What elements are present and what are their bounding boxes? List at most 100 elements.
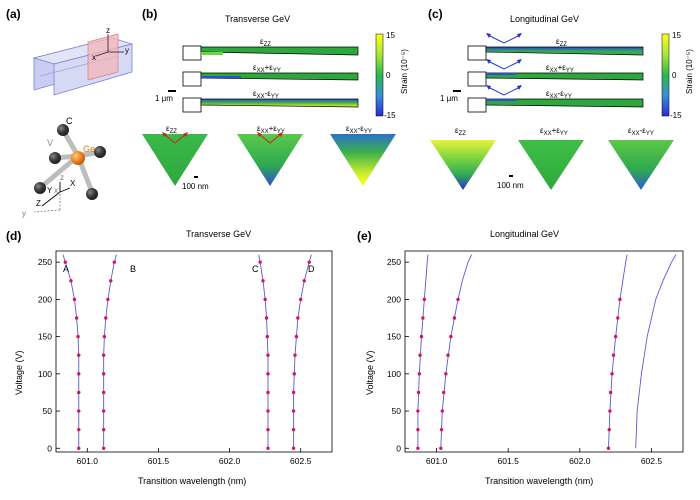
data-point: [440, 409, 444, 413]
frame-z-axis: [41, 191, 61, 207]
beam-zz-label: εZZ: [260, 37, 271, 48]
data-point: [104, 316, 108, 320]
tri-zz-label: εZZ: [455, 126, 466, 137]
data-point: [101, 390, 106, 395]
panel-e-ylabel: Voltage (V): [365, 350, 375, 395]
colorbar-label: Strain (10⁻⁵): [400, 49, 409, 94]
plot-frame: [404, 250, 684, 453]
axis-x-label: x: [92, 53, 96, 62]
germanium-atom: [71, 151, 85, 165]
x-tick-label: 602.0: [219, 456, 241, 466]
series-line-3: [635, 254, 677, 449]
data-point: [291, 390, 296, 395]
data-point: [77, 446, 81, 450]
y-tick-label: 200: [387, 294, 401, 304]
data-point: [77, 390, 81, 395]
data-point: [265, 334, 269, 339]
line-label-d: D: [308, 264, 315, 274]
x-tick-label: 601.0: [426, 456, 448, 466]
axis-y-label: y: [125, 46, 129, 55]
data-point: [419, 334, 424, 339]
colorbar-label: Strain (10⁻⁵): [685, 49, 694, 94]
series-line-a: [62, 254, 80, 449]
beam-diff-label: εXX-εYY: [253, 89, 279, 100]
x-tick-label: 602.5: [290, 456, 312, 466]
panel-a: (a) z y x C: [6, 7, 134, 218]
data-point: [74, 316, 79, 320]
frame-ybar-label: y: [22, 209, 26, 218]
data-point: [439, 427, 444, 432]
panel-e-label: (e): [357, 229, 372, 243]
data-point: [292, 372, 296, 376]
data-point: [416, 446, 420, 450]
tri-diff-label: εXX-εYY: [346, 124, 372, 135]
colorbar-c: 15 0 -15 Strain (10⁻⁵): [661, 31, 694, 120]
x-tick-label: 601.5: [148, 456, 170, 466]
colorbar-mid: 0: [672, 71, 677, 80]
y-tick-label: 0: [396, 443, 401, 453]
data-point: [261, 279, 265, 283]
data-point: [608, 390, 613, 395]
beam-diff-label: εXX-εYY: [546, 89, 572, 100]
cross-section-zz: [142, 134, 208, 186]
data-point: [291, 427, 296, 432]
data-point: [618, 297, 622, 302]
data-point: [101, 372, 106, 376]
frame-x-label: X: [70, 179, 76, 188]
data-point: [416, 427, 420, 432]
data-point: [258, 260, 262, 264]
gev-molecule: C V Ge Z Y X x z y: [22, 116, 106, 218]
panel-d-ylabel: Voltage (V): [14, 350, 24, 395]
y-tick-label: 50: [43, 406, 53, 416]
data-point: [77, 427, 81, 432]
panel-c-label: (c): [428, 7, 443, 21]
scale-label-nm: 100 nm: [182, 182, 209, 191]
data-point: [77, 409, 81, 413]
y-tick-label: 150: [387, 332, 401, 342]
data-point: [72, 297, 77, 302]
y-tick-label: 100: [38, 369, 52, 379]
cross-section-diff: [330, 134, 396, 186]
x-tick-label: 602.0: [569, 456, 591, 466]
scale-label-um: 1 μm: [440, 94, 458, 103]
data-point: [616, 316, 620, 320]
frame-y-label: Y: [47, 186, 53, 195]
data-point: [446, 353, 450, 357]
tri-sum-label: εXX+εYY: [540, 126, 568, 137]
data-point: [266, 353, 270, 357]
colorbar-min: -15: [670, 111, 682, 120]
red-arrow: [258, 133, 282, 144]
panel-c: (c) Longitudinal GeV εZZ εXX+εYY εXX-εYY…: [428, 7, 674, 190]
x-tick-label: 601.5: [498, 456, 520, 466]
atom-c-label: C: [66, 116, 73, 126]
data-point: [607, 427, 611, 432]
panel-e-xlabel: Transition wavelength (nm): [485, 476, 593, 486]
beam-sum: [485, 72, 644, 81]
tri-sum-label: εXX+εYY: [257, 124, 285, 135]
y-tick-label: 250: [38, 257, 52, 267]
data-point: [439, 446, 443, 450]
x-tick-label: 601.0: [77, 456, 99, 466]
data-point: [266, 446, 270, 450]
data-point: [77, 353, 81, 357]
panel-d-title: Transverse GeV: [186, 229, 251, 239]
data-point: [293, 353, 297, 357]
data-point: [302, 279, 306, 283]
data-point: [109, 279, 113, 283]
data-point: [444, 372, 448, 376]
data-point: [456, 297, 460, 302]
beam-sum-label: εXX+εYY: [253, 63, 281, 74]
data-point: [266, 372, 270, 376]
beam-zz: [200, 46, 359, 56]
data-point: [106, 297, 110, 302]
frame-zbar-label: z: [60, 173, 64, 182]
data-point: [101, 353, 106, 357]
data-point: [418, 353, 422, 357]
waveguide-schematic: z y x: [32, 26, 134, 96]
colorbar-max: 15: [672, 31, 681, 40]
beam-anchor: [182, 97, 202, 113]
cross-section-diff: [608, 140, 674, 190]
series-line-0: [417, 254, 429, 449]
